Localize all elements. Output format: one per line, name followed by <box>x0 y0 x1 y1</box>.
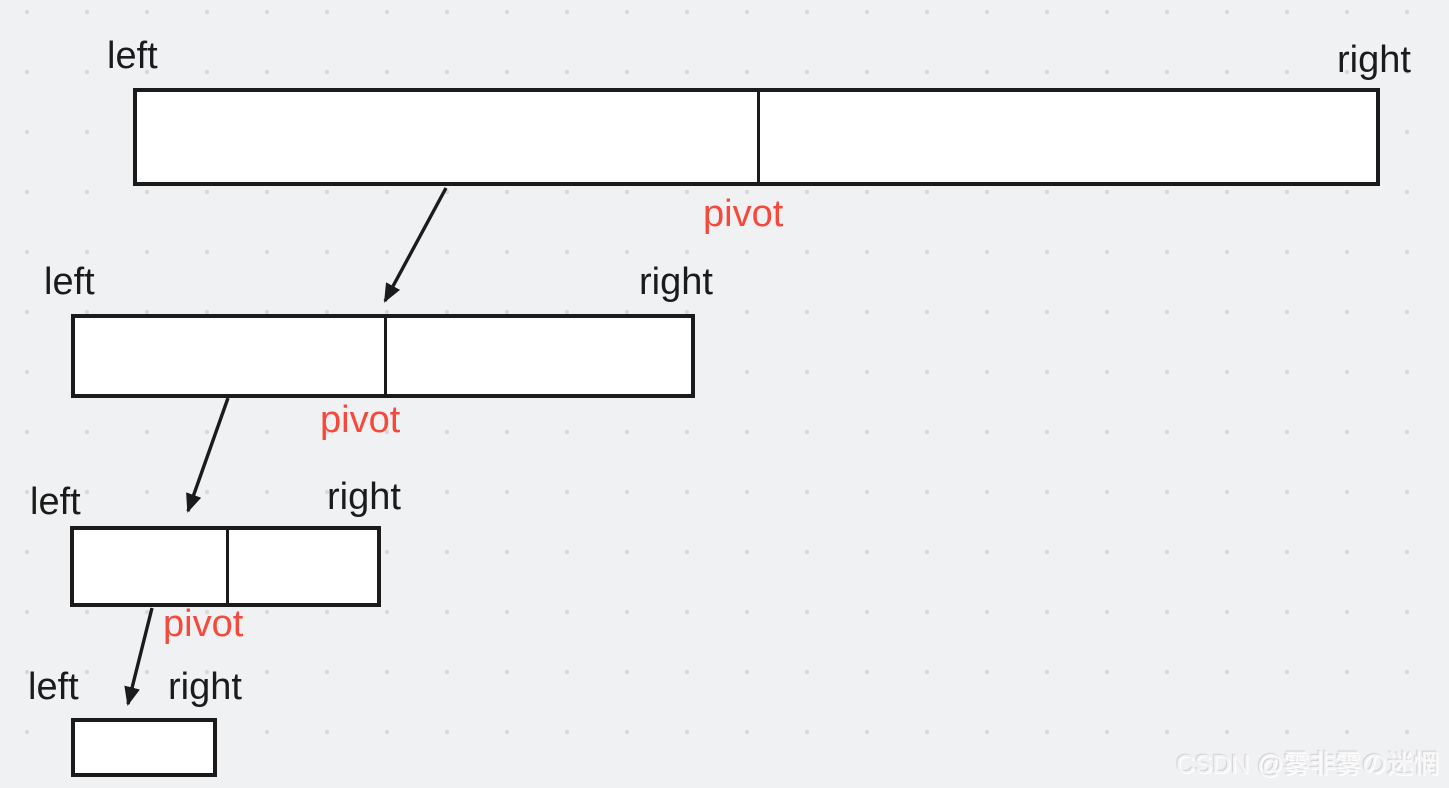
recursion-arrow-2-icon <box>186 397 230 513</box>
level4-array-bar <box>71 718 217 777</box>
level4-left-label: left <box>28 666 79 708</box>
level1-pivot-divider <box>757 92 760 182</box>
level3-pivot-label: pivot <box>163 603 244 645</box>
level2-pivot-label: pivot <box>320 399 401 441</box>
level3-array-bar <box>70 526 381 607</box>
level2-left-label: left <box>44 261 95 303</box>
level4-right-label: right <box>168 666 242 708</box>
level1-right-label: right <box>1337 39 1411 81</box>
recursion-arrow-1-icon <box>383 187 448 303</box>
level1-array-bar <box>133 88 1380 186</box>
level1-left-label: left <box>107 35 158 77</box>
csdn-watermark: CSDN @雾非雾の迷惘 <box>1176 749 1440 779</box>
recursion-arrow-3-icon <box>124 607 154 706</box>
level3-left-label: left <box>30 481 81 523</box>
level2-right-label: right <box>639 261 713 303</box>
level2-array-bar <box>71 314 695 398</box>
level3-pivot-divider <box>226 530 229 603</box>
level2-pivot-divider <box>384 318 387 394</box>
level1-pivot-label: pivot <box>703 193 784 235</box>
level3-right-label: right <box>327 476 401 518</box>
